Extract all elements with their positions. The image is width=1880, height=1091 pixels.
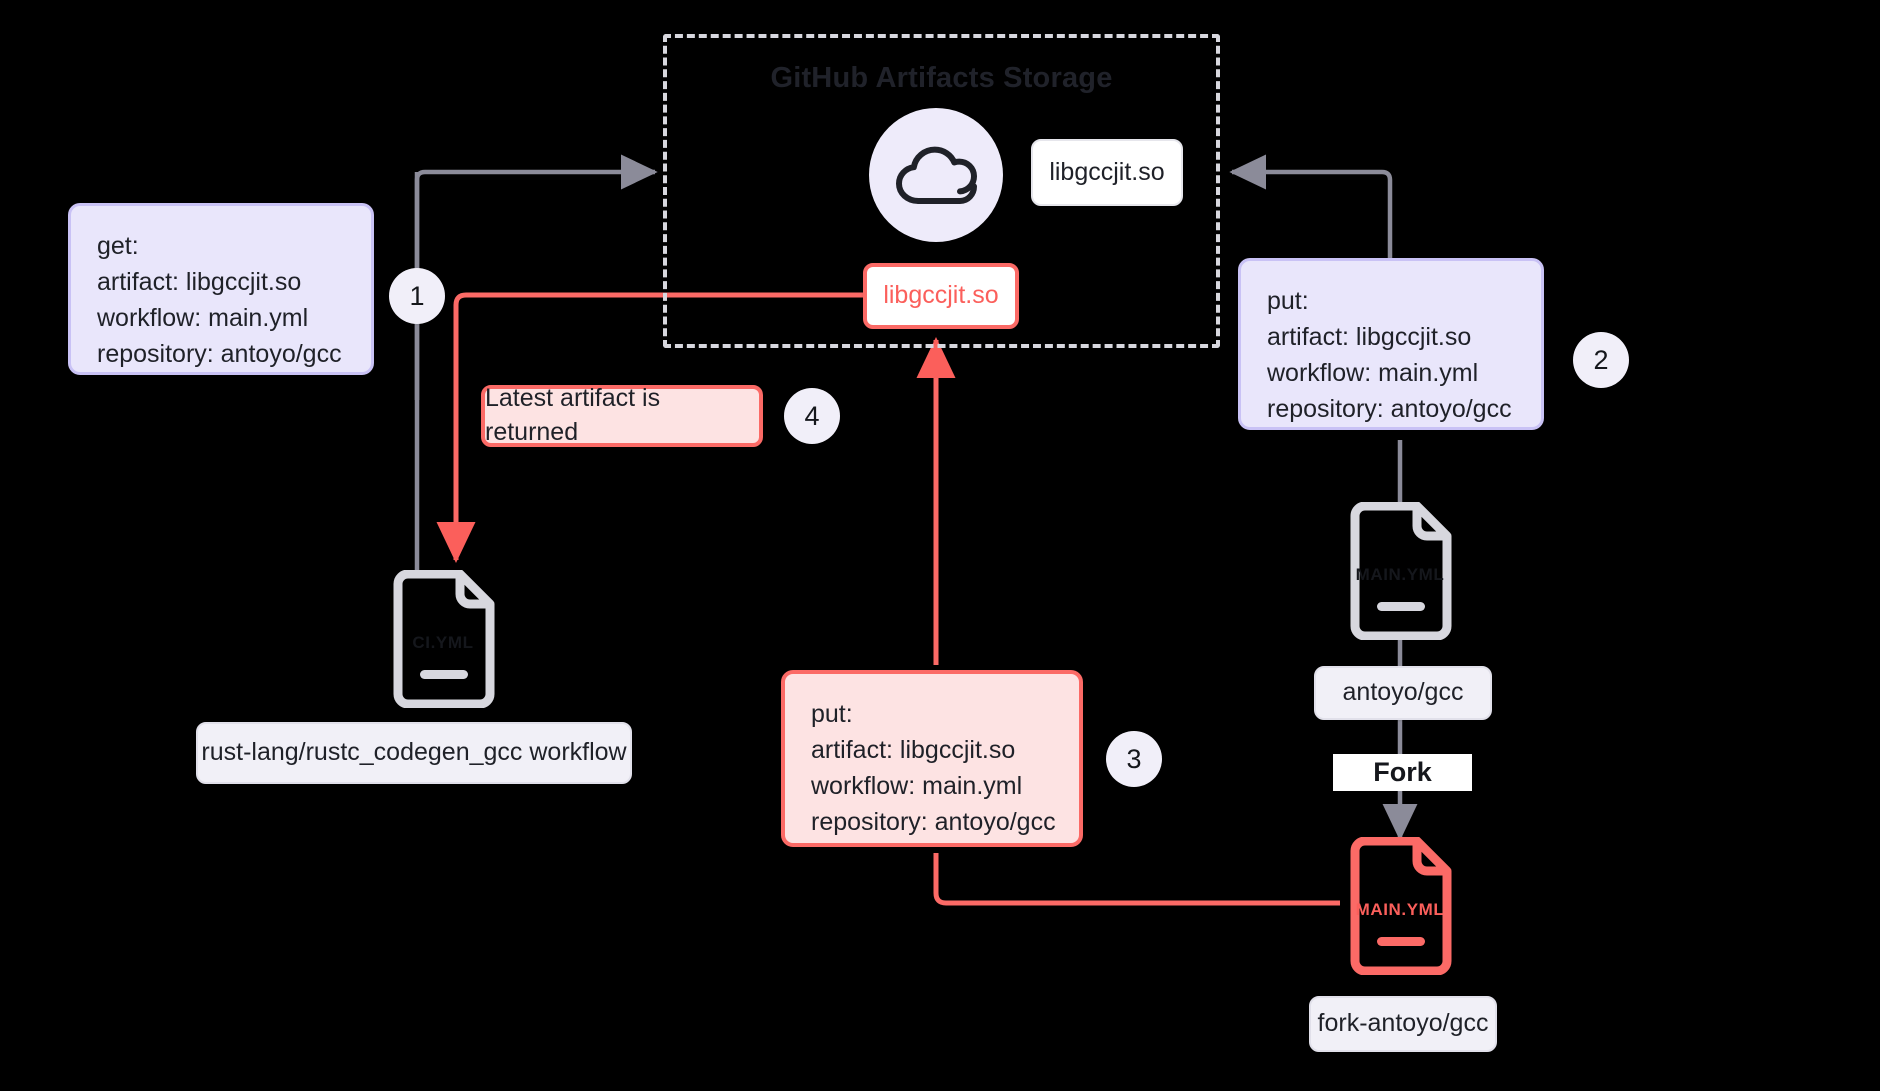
edge-fork-mainyml-to-put	[933, 853, 1340, 906]
file-icon-main-yml-upstream-label: MAIN.YML	[1355, 565, 1445, 584]
artifact-chip-libgccjit[interactable]: libgccjit.so	[1031, 139, 1183, 206]
get-spec-card: get: artifact: libgccjit.so workflow: ma…	[68, 203, 374, 375]
step-badge-3: 3	[1106, 731, 1162, 787]
file-icon-ci-yml-label: CI.YML	[412, 633, 474, 652]
put-spec-upstream-line-1: artifact: libgccjit.so	[1267, 323, 1472, 351]
step-badge-4: 4	[784, 388, 840, 444]
edge-label-fork-text: Fork	[1373, 757, 1432, 788]
cloud-icon	[896, 146, 977, 204]
file-icon-main-yml-upstream[interactable]: MAIN.YML	[1343, 501, 1457, 641]
file-icon-ci-yml[interactable]: CI.YML	[386, 569, 500, 709]
get-spec-line-2: workflow: main.yml	[97, 304, 309, 332]
edge-get-to-storage	[414, 154, 658, 400]
artifact-chip-latest-label: libgccjit.so	[883, 281, 999, 310]
label-antoyo-gcc[interactable]: antoyo/gcc	[1314, 666, 1492, 720]
edge-put-to-storage	[1229, 154, 1393, 258]
label-rustc-codegen-gcc-workflow-text: rust-lang/rustc_codegen_gcc workflow	[201, 738, 627, 767]
step-badge-2: 2	[1573, 332, 1629, 388]
get-spec-line-3: repository: antoyo/gcc	[97, 340, 342, 368]
put-spec-card-fork: put: artifact: libgccjit.so workflow: ma…	[781, 670, 1083, 847]
file-icon-main-yml-fork[interactable]: MAIN.YML	[1343, 836, 1457, 976]
step-badge-1: 1	[389, 268, 445, 324]
latest-artifact-note-label: Latest artifact is returned	[485, 384, 661, 446]
step-badge-1-label: 1	[409, 280, 425, 311]
label-rustc-codegen-gcc-workflow[interactable]: rust-lang/rustc_codegen_gcc workflow	[196, 722, 632, 784]
document-icon	[1350, 836, 1452, 976]
get-spec-line-1: artifact: libgccjit.so	[97, 268, 302, 296]
file-icon-main-yml-fork-label: MAIN.YML	[1355, 900, 1445, 919]
label-fork-antoyo-gcc-text: fork-antoyo/gcc	[1317, 1009, 1489, 1038]
label-antoyo-gcc-text: antoyo/gcc	[1342, 678, 1464, 707]
latest-artifact-note: Latest artifact is returned	[481, 384, 763, 447]
document-icon	[393, 569, 495, 709]
step-badge-3-label: 3	[1126, 743, 1142, 774]
get-spec-line-0: get:	[97, 232, 139, 260]
put-spec-upstream-line-3: repository: antoyo/gcc	[1267, 395, 1512, 423]
edge-label-fork: Fork	[1333, 754, 1472, 791]
put-spec-fork-line-1: artifact: libgccjit.so	[811, 736, 1016, 764]
step-badge-2-label: 2	[1593, 344, 1609, 375]
group-title: GitHub Artifacts Storage	[770, 62, 1113, 94]
put-spec-upstream-line-0: put:	[1267, 287, 1309, 315]
put-spec-fork-line-0: put:	[811, 700, 853, 728]
artifact-chip-libgccjit-latest[interactable]: libgccjit.so	[863, 263, 1019, 329]
put-spec-card-upstream: put: artifact: libgccjit.so workflow: ma…	[1238, 258, 1544, 430]
github-artifacts-storage-group: GitHub Artifacts Storage	[663, 34, 1220, 348]
document-icon	[1350, 501, 1452, 641]
label-fork-antoyo-gcc[interactable]: fork-antoyo/gcc	[1309, 996, 1497, 1052]
put-spec-upstream-line-2: workflow: main.yml	[1267, 359, 1479, 387]
cloud-storage-badge	[869, 108, 1003, 242]
put-spec-fork-line-3: repository: antoyo/gcc	[811, 808, 1056, 836]
artifact-chip-label: libgccjit.so	[1049, 157, 1165, 186]
step-badge-4-label: 4	[804, 400, 820, 431]
put-spec-fork-line-2: workflow: main.yml	[811, 772, 1023, 800]
